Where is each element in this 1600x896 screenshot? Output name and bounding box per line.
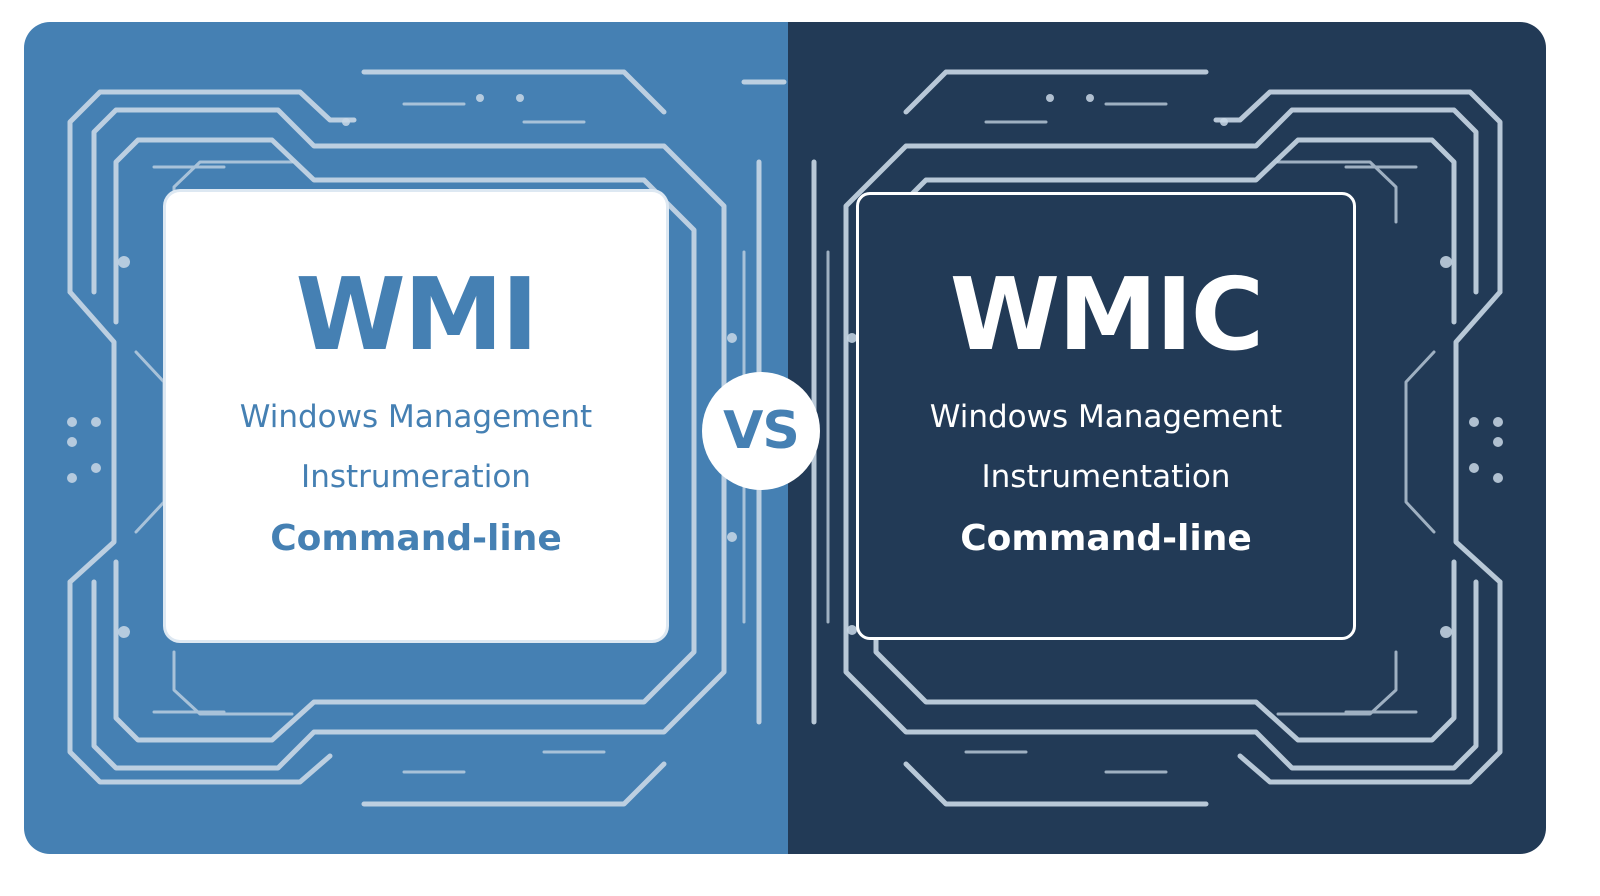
wmi-subtitle-line1: Windows Management	[239, 399, 593, 435]
wmic-title: WMIC	[949, 256, 1264, 373]
wmi-title: WMI	[295, 256, 538, 373]
wmi-subtitle-line2: Instrumeration	[301, 459, 531, 495]
wmi-command-line-label: Command-line	[270, 518, 562, 559]
wmic-command-line-label: Command-line	[960, 518, 1252, 559]
wmic-card: WMIC Windows Management Instrumentation …	[856, 192, 1356, 640]
versus-label: VS	[723, 401, 800, 461]
wmi-card: WMI Windows Management Instrumeration Co…	[166, 192, 666, 640]
versus-badge: VS	[702, 372, 820, 490]
wmic-subtitle-line2: Instrumentation	[981, 459, 1231, 495]
wmic-subtitle-line1: Windows Management	[929, 399, 1283, 435]
